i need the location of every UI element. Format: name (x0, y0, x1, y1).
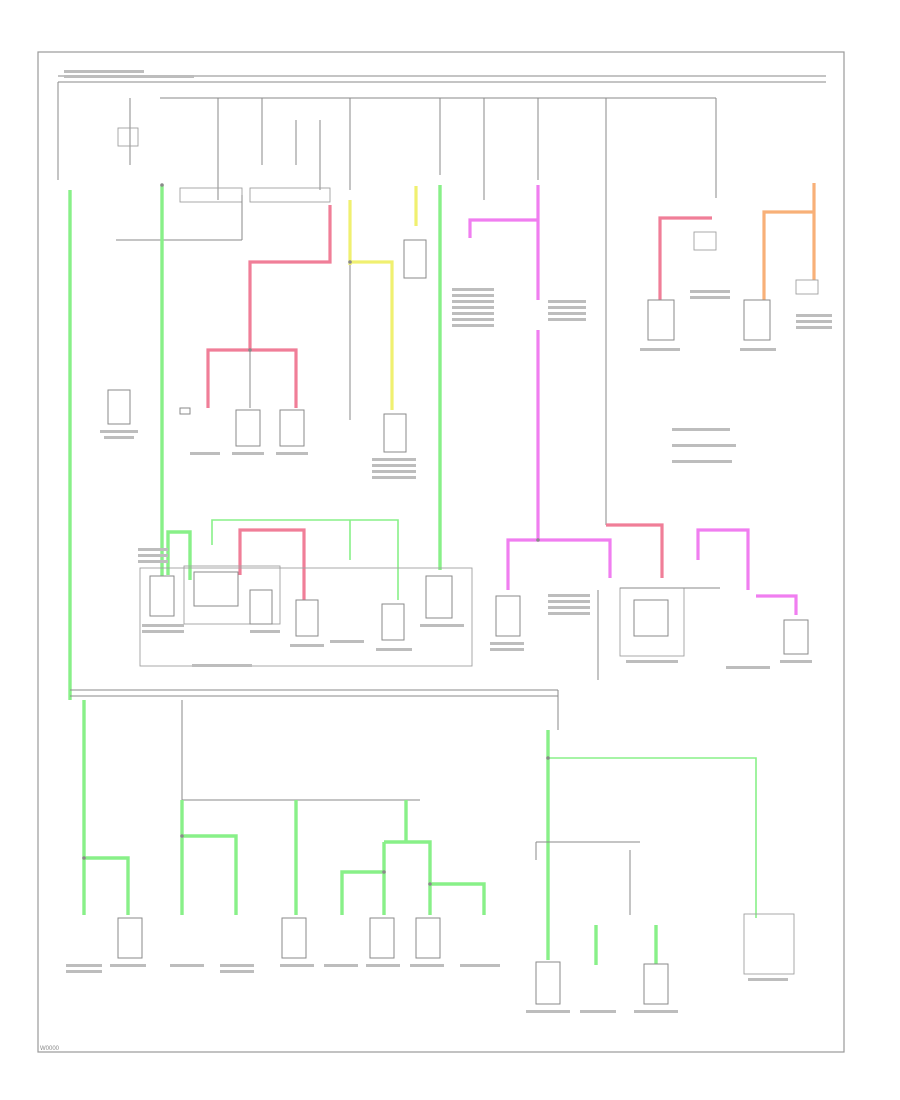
pink-circuit-left (206, 205, 332, 600)
fuse-drops (129, 98, 607, 200)
components-lower (66, 913, 795, 1013)
green-branches-lower (82, 700, 757, 965)
green-circuit-center (166, 185, 442, 600)
component-box (107, 389, 131, 425)
pink-circuit-right (605, 200, 712, 578)
magenta-circuit (468, 185, 798, 615)
top-power-bus (57, 75, 826, 198)
lower-ground-bus (70, 689, 559, 801)
fuse-box-upper (116, 127, 331, 241)
legend (672, 428, 736, 463)
orange-circuit (762, 183, 816, 300)
components-middle (138, 548, 812, 680)
diagram-border (37, 51, 845, 1053)
ground-feed-green-left (68, 185, 164, 700)
figure-code: W0000 (40, 1046, 60, 1052)
yellow-circuit (348, 186, 418, 420)
junction-dots (82, 183, 550, 886)
component-labels (64, 70, 832, 479)
components-upper (107, 231, 819, 453)
